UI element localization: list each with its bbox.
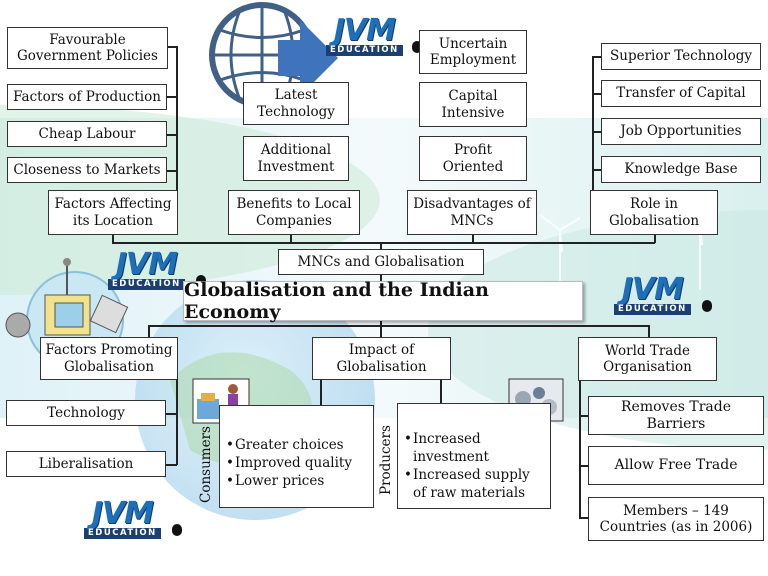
node-closeness-to-markets: Closeness to Markets xyxy=(7,157,167,183)
connector xyxy=(592,56,594,192)
connector xyxy=(592,56,601,58)
list-item: Lower prices xyxy=(226,472,367,490)
mouse-icon xyxy=(172,524,182,536)
connector xyxy=(176,46,178,192)
connector xyxy=(112,235,114,243)
node-technology: Technology xyxy=(6,400,166,426)
mouse-icon xyxy=(702,300,712,312)
node-latest-technology: Latest Technology xyxy=(243,82,349,125)
node-impact-of-globalisation: Impact of Globalisation xyxy=(312,337,451,380)
connector xyxy=(167,134,177,136)
connector xyxy=(112,242,655,244)
connector xyxy=(290,235,292,243)
connector xyxy=(176,380,178,465)
connector xyxy=(168,46,177,48)
node-removes-trade-barriers: Removes Trade Barriers xyxy=(588,396,764,435)
node-mncs-and-globalisation: MNCs and Globalisation xyxy=(278,249,484,275)
jvm-logo-left: JVM EDUCATION xyxy=(108,250,206,290)
connector xyxy=(166,413,177,415)
connector xyxy=(167,170,177,172)
jvm-logo-top: JVM EDUCATION xyxy=(326,16,422,56)
list-item: Increased supply of raw materials xyxy=(404,466,544,502)
node-disadvantages-mncs: Disadvantages of MNCs xyxy=(407,190,537,235)
node-knowledge-base: Knowledge Base xyxy=(601,156,761,183)
connector xyxy=(148,325,150,337)
node-uncertain-employment: Uncertain Employment xyxy=(419,30,527,74)
node-allow-free-trade: Allow Free Trade xyxy=(588,446,764,485)
node-profit-oriented: Profit Oriented xyxy=(419,136,527,181)
connector xyxy=(592,169,601,171)
list-item: Greater choices xyxy=(226,436,367,454)
connector xyxy=(579,381,581,518)
connector xyxy=(148,325,648,327)
producers-label: Producers xyxy=(378,425,394,495)
connector xyxy=(380,242,382,250)
node-transfer-of-capital: Transfer of Capital xyxy=(601,80,761,107)
node-job-opportunities: Job Opportunities xyxy=(601,118,761,145)
connector xyxy=(440,380,442,406)
mouse-icon xyxy=(412,41,422,53)
connector xyxy=(166,464,177,466)
connector xyxy=(592,93,601,95)
node-factors-affecting-location: Factors Affecting its Location xyxy=(48,190,178,235)
connector xyxy=(167,96,177,98)
connector xyxy=(648,325,650,337)
node-additional-investment: Additional Investment xyxy=(243,136,349,181)
connector xyxy=(592,131,601,133)
connector xyxy=(380,275,382,282)
producers-list: Increased investment Increased supply of… xyxy=(397,403,551,509)
list-item: Improved quality xyxy=(226,454,367,472)
connector xyxy=(579,465,588,467)
node-world-trade-organisation: World Trade Organisation xyxy=(578,337,717,381)
node-capital-intensive: Capital Intensive xyxy=(419,82,527,127)
node-cheap-labour: Cheap Labour xyxy=(7,121,167,147)
node-superior-technology: Superior Technology xyxy=(601,43,761,70)
node-members-149-countries: Members – 149 Countries (as in 2006) xyxy=(588,497,764,541)
jvm-logo-bottom: JVM EDUCATION xyxy=(84,499,182,539)
connector xyxy=(654,235,656,243)
page-title: Globalisation and the Indian Economy xyxy=(183,279,583,323)
node-liberalisation: Liberalisation xyxy=(6,451,166,477)
consumers-list: Greater choices Improved quality Lower p… xyxy=(219,405,374,508)
node-favourable-government-policies: Favourable Government Policies xyxy=(7,27,168,69)
node-factors-of-production: Factors of Production xyxy=(7,84,167,110)
connector xyxy=(472,235,474,243)
consumers-label: Consumers xyxy=(198,426,214,504)
connector xyxy=(320,380,322,406)
node-factors-promoting-globalisation: Factors Promoting Globalisation xyxy=(40,337,178,380)
connector xyxy=(579,517,588,519)
node-role-in-globalisation: Role in Globalisation xyxy=(590,190,718,235)
node-benefits-local-companies: Benefits to Local Companies xyxy=(228,190,360,235)
connector xyxy=(579,415,588,417)
list-item: Increased investment xyxy=(404,430,544,466)
jvm-logo-right: JVM EDUCATION xyxy=(614,275,712,315)
connector xyxy=(380,321,382,337)
